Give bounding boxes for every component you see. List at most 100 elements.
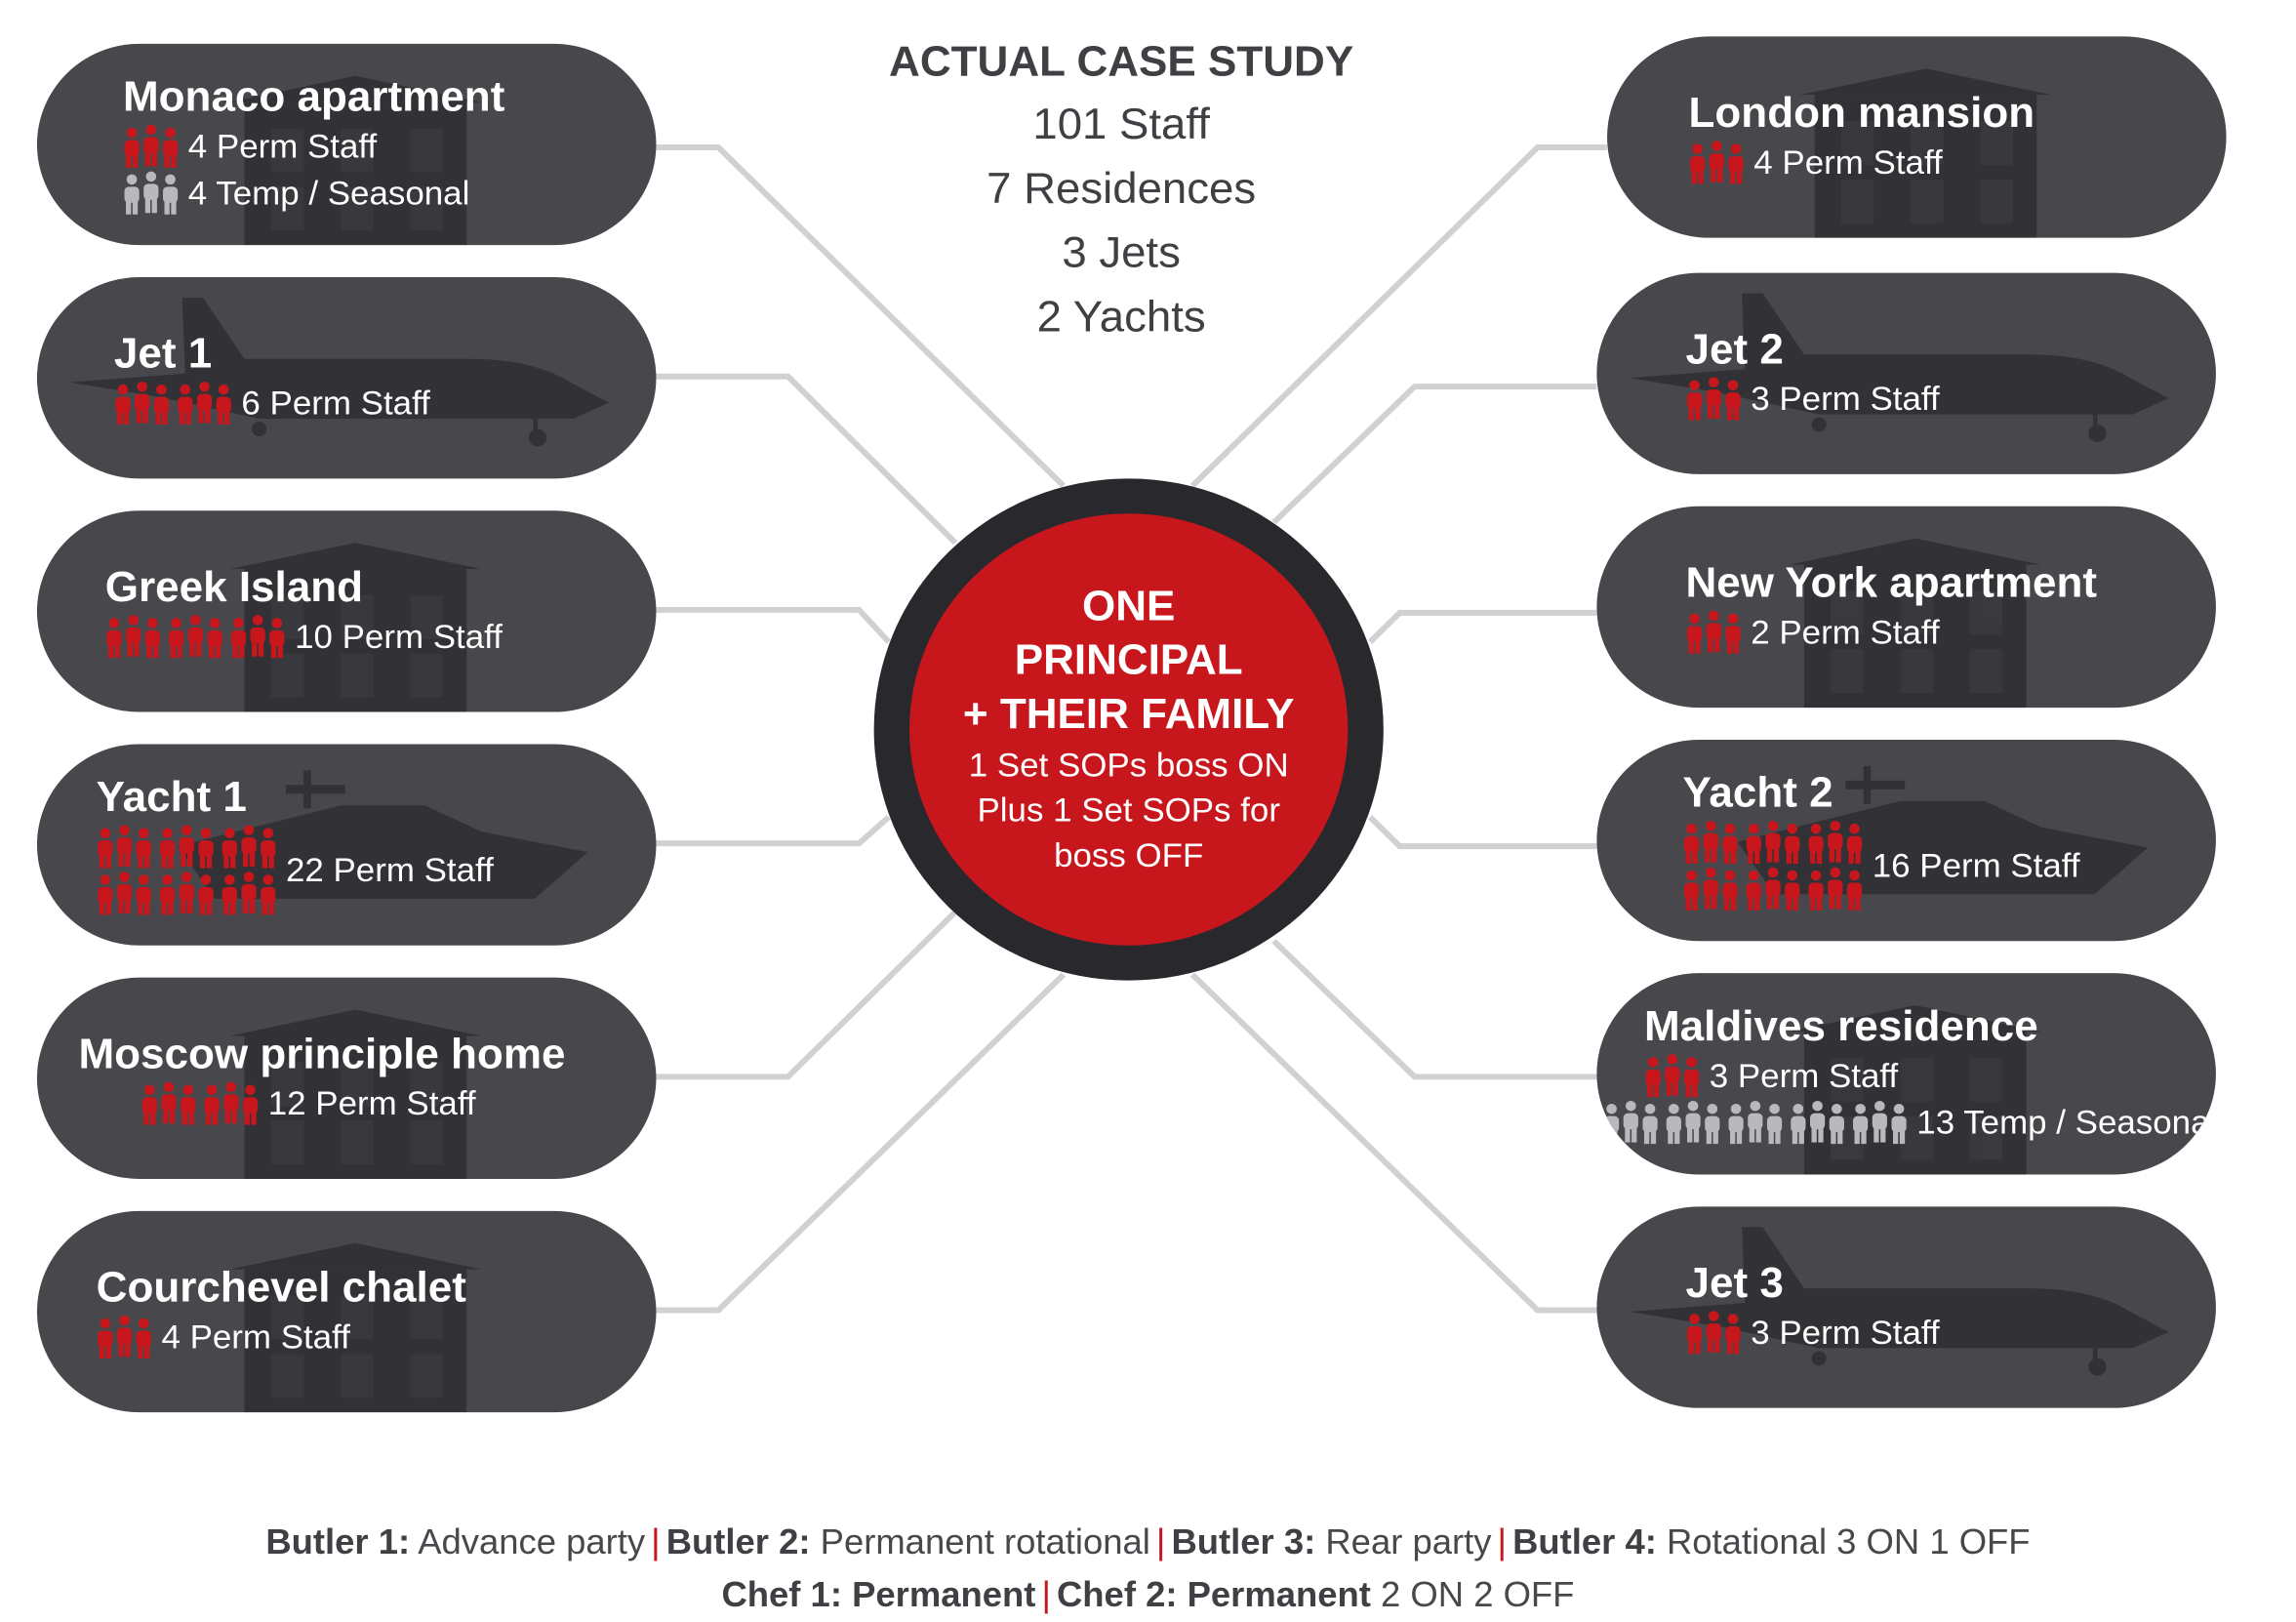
- perm-staff-icon: [1685, 375, 1742, 422]
- hub-line: PRINCIPAL: [1014, 637, 1243, 685]
- legend-text: Permanent rotational: [820, 1522, 1150, 1563]
- staff-count: 3 Perm Staff: [1709, 1056, 1899, 1095]
- staff-line: 3 Perm Staff: [1685, 375, 1940, 422]
- divider: |: [1497, 1522, 1507, 1563]
- perm-staff-icon: [105, 613, 286, 660]
- location-content: Maldives residence 3 Perm Staff 13 Temp / …: [1603, 973, 2216, 1174]
- location-title: Jet 2: [1685, 326, 1784, 374]
- connector-line: [1368, 815, 1597, 850]
- connector-line: [656, 972, 1067, 1314]
- location-title: Monaco apartment: [122, 74, 505, 122]
- legend-text: 2 ON 2 OFF: [1381, 1575, 1575, 1615]
- connector-line: [1368, 609, 1597, 644]
- location-content: Yacht 1 22 Perm Staff: [97, 744, 494, 945]
- house-icon: [229, 1242, 482, 1413]
- staff-line: 13 Temp / Seasonal: [1602, 1099, 2216, 1146]
- location-title: London mansion: [1688, 90, 2035, 138]
- staff-line: 4 Temp / Seasonal: [123, 169, 504, 216]
- jet-icon: [1629, 1227, 2169, 1376]
- summary-jets: 3 Jets: [1062, 228, 1181, 278]
- case-study-summary: ACTUAL CASE STUDY 101 Staff 7 Residences…: [826, 32, 1418, 350]
- perm-staff-icon: [114, 380, 232, 426]
- jet-icon: [1629, 293, 2169, 442]
- location-new-york-apartment: New York apartment 2 Perm Staff: [1596, 506, 2216, 709]
- house-icon: [229, 75, 482, 246]
- legend-label: Butler 2:: [665, 1522, 811, 1563]
- connector-line: [656, 910, 958, 1080]
- staff-count: 2 Perm Staff: [1751, 612, 1940, 651]
- staff-count: 16 Perm Staff: [1872, 846, 2080, 884]
- connector-line: [1271, 939, 1597, 1080]
- chef-legend: Chef 1: Permanent|Chef 2: Permanent 2 ON…: [0, 1570, 2296, 1622]
- legend-label: Butler 4:: [1512, 1522, 1657, 1563]
- legend-label: Chef 2: Permanent: [1056, 1575, 1371, 1615]
- house-icon: [229, 1009, 482, 1179]
- location-content: Jet 2 3 Perm Staff: [1685, 273, 1940, 474]
- perm-staff-icon: [1685, 608, 1742, 655]
- staff-count: 4 Perm Staff: [161, 1317, 350, 1356]
- perm-staff-icon: [97, 1314, 153, 1360]
- hub-line: + THEIR FAMILY: [962, 691, 1295, 739]
- house-icon: [1789, 1005, 2041, 1175]
- staff-count: 13 Temp / Seasonal: [1916, 1103, 2216, 1142]
- staff-line: 4 Perm Staff: [123, 123, 504, 170]
- yacht-icon: [178, 770, 588, 899]
- location-title: Maldives residence: [1643, 1003, 2038, 1051]
- location-content: Moscow principle home 12 Perm Staff: [78, 978, 565, 1179]
- staff-count: 3 Perm Staff: [1751, 379, 1940, 418]
- connector-line: [656, 144, 1067, 488]
- summary-residences: 7 Residences: [987, 164, 1257, 214]
- location-yacht-1: Yacht 1 22 Perm Staff: [36, 744, 657, 946]
- location-title: Moscow principle home: [78, 1031, 566, 1078]
- location-title: Yacht 1: [96, 774, 247, 822]
- perm-staff-icon: [141, 1079, 259, 1126]
- location-content: Yacht 2 16 Perm Staff: [1682, 740, 2080, 941]
- location-title: Jet 3: [1685, 1260, 1784, 1308]
- location-yacht-2: Yacht 2 16 Perm Staff: [1596, 739, 2216, 942]
- staff-line: 10 Perm Staff: [105, 613, 503, 660]
- location-content: Jet 3 3 Perm Staff: [1685, 1206, 1940, 1407]
- staff-count: 12 Perm Staff: [267, 1083, 476, 1122]
- location-jet-3: Jet 3 3 Perm Staff: [1596, 1206, 2216, 1408]
- location-title: Yacht 2: [1682, 770, 1833, 818]
- staff-line: 12 Perm Staff: [141, 1079, 565, 1126]
- staff-count: 6 Perm Staff: [241, 384, 430, 423]
- legend-label: Butler 3:: [1171, 1522, 1316, 1563]
- perm-staff-icon: [1644, 1052, 1701, 1099]
- connector-line: [656, 814, 891, 847]
- connector-line: [1189, 972, 1597, 1314]
- legend-label: Chef 1: Permanent: [721, 1575, 1036, 1615]
- location-monaco-apartment: Monaco apartment 4 Perm Staff 4 Temp / Sea…: [36, 43, 657, 246]
- hub-sop-line: boss OFF: [1054, 835, 1204, 874]
- staff-line: 2 Perm Staff: [1685, 608, 2097, 655]
- location-title: Courchevel chalet: [96, 1265, 466, 1313]
- staff-count: 10 Perm Staff: [295, 617, 503, 656]
- location-courchevel-chalet: Courchevel chalet 4 Perm Staff: [36, 1210, 657, 1413]
- location-content: Monaco apartment 4 Perm Staff 4 Temp / Sea…: [123, 44, 504, 245]
- connector-line: [656, 606, 892, 644]
- staff-count: 4 Perm Staff: [187, 127, 378, 165]
- perm-staff-icon: [1682, 819, 1863, 912]
- location-jet-2: Jet 2 3 Perm Staff: [1596, 272, 2216, 474]
- summary-staff: 101 Staff: [1032, 101, 1210, 149]
- staff-count: 3 Perm Staff: [1751, 1313, 1940, 1352]
- staff-count: 22 Perm Staff: [285, 850, 494, 889]
- location-title: New York apartment: [1685, 560, 2098, 607]
- divider: |: [651, 1522, 661, 1563]
- perm-staff-icon: [97, 823, 277, 916]
- perm-staff-icon: [1685, 1309, 1742, 1356]
- location-moscow-principle-home: Moscow principle home 12 Perm Staff: [36, 977, 657, 1179]
- summary-heading: ACTUAL CASE STUDY: [889, 39, 1354, 87]
- house-icon: [1799, 68, 2052, 238]
- legend-text: Advance party: [410, 1522, 646, 1563]
- legend-text: Rear party: [1325, 1522, 1492, 1563]
- staff-line: 3 Perm Staff: [1685, 1309, 1940, 1356]
- staff-line: 4 Perm Staff: [97, 1314, 466, 1360]
- role-legend: Butler 1: Advance party|Butler 2: Perman…: [0, 1518, 2296, 1622]
- connector-line: [1271, 384, 1597, 525]
